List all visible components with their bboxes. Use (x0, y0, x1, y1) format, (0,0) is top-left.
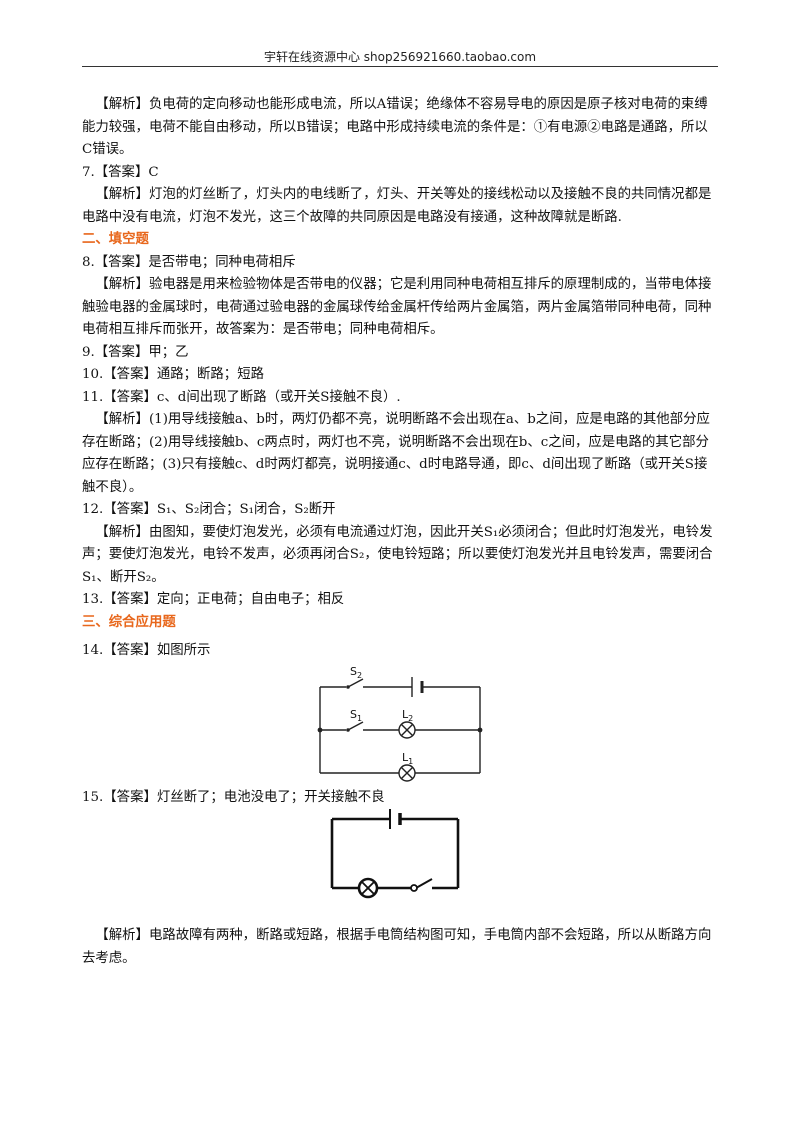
paragraph-analysis-6: 【解析】负电荷的定向移动也能形成电流，所以A错误；绝缘体不容易导电的原因是原子核… (82, 97, 708, 157)
paragraph-analysis-11: 【解析】(1)用导线接触a、b时，两灯仍都不亮，说明断路不会出现在a、b之间，应… (82, 412, 710, 495)
switch-contact (346, 684, 350, 689)
answer-7: 7.【答案】C (82, 164, 159, 180)
junction-dot (477, 727, 483, 732)
paragraph-analysis-8: 【解析】验电器是用来检验物体是否带电的仪器；它是利用同种电荷相互排斥的原理制成的… (82, 277, 712, 337)
answer-10: 10.【答案】通路；断路；短路 (82, 367, 264, 382)
switch-contact (410, 884, 418, 892)
paragraph-analysis-12: 【解析】由图知，要使灯泡发光，必须有电流通过灯泡，因此开关S₁必须闭合；但此时灯… (82, 524, 713, 585)
label-l2: L2 (402, 707, 414, 723)
label-s1: S1 (350, 707, 363, 723)
paragraph-analysis-7: 【解析】灯泡的灯丝断了，灯头内的电线断了，灯头、开关等处的接线松动以及接触不良的… (82, 187, 712, 225)
paragraph-analysis-15: 【解析】电路故障有两种，断路或短路，根据手电筒结构图可知，手电筒内部不会短路，所… (82, 928, 712, 966)
circuit-figure-parallel: S2 S1 L2 L1 (82, 663, 718, 787)
circuit-diagram-parallel (317, 676, 483, 782)
answer-11: 11.【答案】c、d间出现了断路（或开关S接触不良）. (82, 389, 401, 405)
page-header: 宇轩在线资源中心 shop256921660.taobao.com (263, 50, 537, 64)
answer-8: 8.【答案】是否带电；同种电荷相斥 (82, 254, 296, 270)
answer-13: 13.【答案】定向；正电荷；自由电子；相反 (82, 592, 345, 607)
header-rule (82, 66, 718, 67)
circuit-diagram-flashlight (330, 809, 460, 899)
section-heading-fill-blank: 二、填空题 (82, 232, 149, 247)
answer-9: 9.【答案】甲；乙 (82, 344, 189, 360)
answer-15: 15.【答案】灯丝断了；电池没电了；开关接触不良 (82, 789, 385, 805)
switch-contact (346, 727, 350, 732)
label-l1: L1 (402, 750, 414, 766)
circuit-figure-flashlight (82, 809, 718, 905)
section-heading-application: 三、综合应用题 (82, 614, 176, 630)
answer-12: 12.【答案】S₁、S₂闭合；S₁闭合，S₂断开 (82, 502, 336, 517)
answer-14: 14.【答案】如图所示 (82, 643, 211, 658)
junction-dot (317, 727, 323, 732)
document-body: 【解析】负电荷的定向移动也能形成电流，所以A错误；绝缘体不容易导电的原因是原子核… (82, 94, 718, 970)
label-s2: S2 (350, 664, 363, 680)
